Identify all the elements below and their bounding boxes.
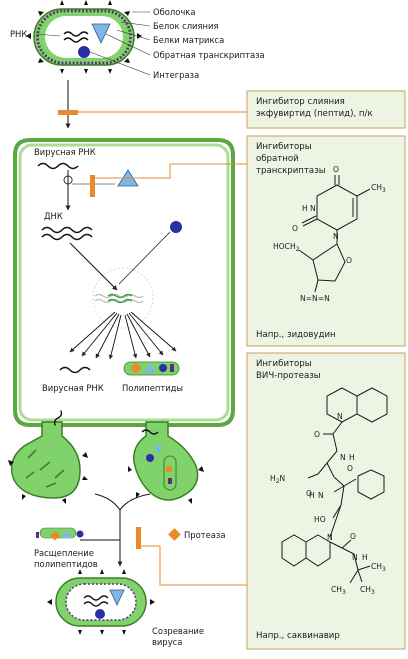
label-polypeptides: Полипептиды (122, 383, 183, 393)
chem-h: H (349, 453, 355, 462)
chem-n: N (318, 491, 324, 500)
chem-n: N (340, 453, 346, 462)
label-protease: Протеаза (184, 530, 226, 540)
label-viral-rna-out: Вирусная РНК (42, 383, 104, 393)
chem-o: O (347, 464, 353, 473)
label-maturation-1: Созревание (152, 626, 204, 636)
chem-ch3: CH3 (371, 183, 386, 194)
protease-diamond (168, 528, 181, 541)
integration-arrow (69, 242, 118, 291)
zidovudine-structure (298, 175, 371, 293)
chem-n: N (352, 553, 358, 562)
chem-n: N (333, 232, 339, 241)
budding-virion-right (128, 421, 204, 504)
rt-connector (95, 163, 247, 179)
panel-protease-inhibitor: Ингибиторы ВИЧ-протеазы (246, 352, 406, 650)
panel-pi-example: Напр., саквинавир (256, 631, 340, 641)
nucleus-integration (92, 267, 154, 329)
label-integrase: Интеграза (153, 70, 199, 80)
chem-hoch2: HOCH2 (273, 242, 300, 253)
chem-n: N (337, 412, 343, 421)
chem-h2n: H2N (270, 474, 285, 485)
chem-o: O (314, 430, 320, 439)
label-fusion-protein: Белок слияния (153, 21, 219, 31)
chem-h: H (362, 553, 368, 562)
dna-strand-1 (41, 226, 93, 234)
rt-block-bar (90, 175, 95, 197)
cleaved-polypeptides (36, 527, 84, 541)
budding-virion-left (8, 421, 88, 504)
label-cleavage-1: Расщепление (34, 548, 94, 558)
polypeptide-chain (123, 361, 180, 376)
chem-ch3: CH3 (371, 562, 386, 573)
transcription-fan-arrows (69, 311, 177, 360)
label-viral-rna-in: Вирусная РНК (34, 147, 96, 157)
label-maturation-2: вируса (152, 637, 182, 647)
chem-o: O (292, 224, 298, 233)
chem-o: O (306, 489, 312, 498)
chem-n: N (310, 204, 316, 213)
chem-o: O (350, 532, 356, 541)
panel-rt-title-3: транскриптазы (256, 166, 326, 176)
label-reverse-transcriptase: Обратная транскриптаза (153, 50, 265, 60)
chem-h: H (302, 204, 308, 213)
integrase-circle (170, 221, 182, 233)
virion-top (26, 0, 142, 74)
virion-label-leaders (35, 11, 151, 76)
panel-rt-inhibitor: Ингибиторы обратной транскриптазы O O N … (246, 135, 406, 347)
panel-rt-title-1: Ингибиторы (256, 142, 312, 152)
virion-mature (47, 569, 155, 635)
panel-fusion-title: Ингибитор слияния (256, 97, 345, 107)
label-rna: РНК (10, 29, 27, 39)
rt-circle (63, 175, 73, 185)
viral-rna-output (59, 366, 91, 374)
chem-ch3: CH3 (331, 585, 346, 596)
chem-ch3: CH3 (360, 585, 375, 596)
saquinavir-structure (281, 387, 388, 584)
chem-azide: N=N=N (300, 294, 330, 303)
chem-o: O (333, 165, 339, 174)
chem-h: H (309, 491, 315, 500)
panel-pi-title-2: ВИЧ-протеазы (256, 371, 321, 381)
panel-rt-example: Напр., зидовудин (256, 330, 336, 340)
maturation-arrows (80, 493, 151, 567)
label-envelope: Оболочка (153, 7, 196, 17)
panel-fusion-inhibitor: Ингибитор слияния экфувиртид (пептид), п… (246, 90, 406, 129)
chem-ho: HO (314, 515, 326, 524)
chem-n: N (327, 533, 333, 542)
viral-rna-strand (37, 162, 79, 170)
panel-rt-title-2: обратной (256, 154, 299, 164)
label-matrix-proteins: Белки матрикса (153, 35, 224, 45)
fusion-block-bar (58, 110, 78, 115)
label-dna: ДНК (44, 211, 63, 221)
host-cell (13, 138, 235, 427)
budding-rna (53, 410, 63, 426)
panel-pi-title-1: Ингибиторы (256, 359, 312, 369)
protease-block-bar (136, 527, 141, 549)
panel-fusion-drug: экфувиртид (пептид), п/к (256, 109, 373, 119)
chem-o: O (346, 256, 352, 265)
dna-strand-2 (41, 233, 93, 241)
protease-connector (141, 545, 247, 586)
integrase-leader (118, 231, 171, 285)
label-cleavage-2: полипептидов (34, 559, 98, 569)
